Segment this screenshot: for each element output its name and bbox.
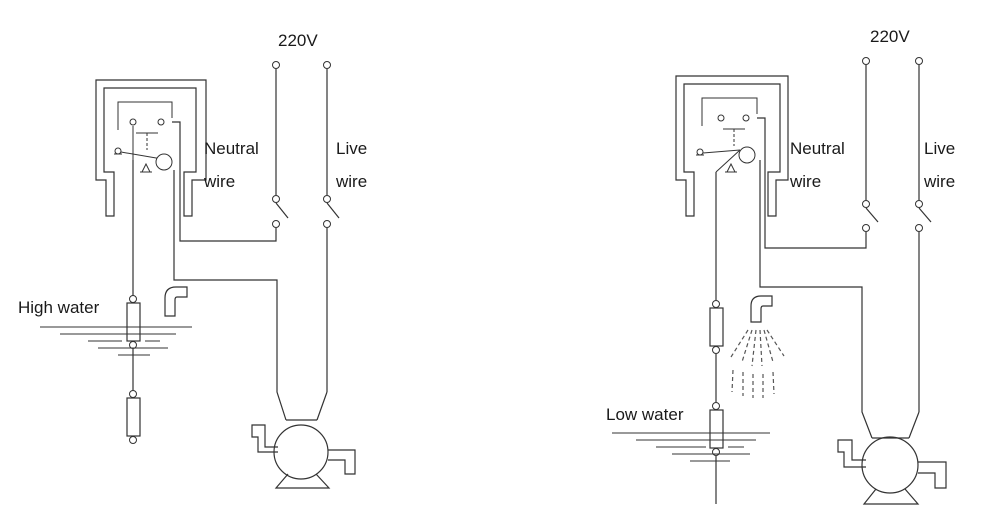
panel-low-water: 220V bbox=[606, 27, 955, 505]
neutral-supply-terminal bbox=[272, 61, 280, 69]
contact-left-icon bbox=[717, 114, 725, 122]
live-supply-terminal bbox=[915, 57, 923, 65]
supply-voltage-label: 220V bbox=[278, 31, 318, 50]
contact-right-icon bbox=[742, 114, 750, 122]
water-spray-icon bbox=[730, 329, 785, 398]
live-wire-label-line2: wire bbox=[923, 172, 955, 191]
pump-motor-icon bbox=[251, 419, 356, 489]
outlet-pipe-icon bbox=[750, 295, 773, 323]
switch-mechanism bbox=[696, 97, 758, 173]
motor-lead-wire bbox=[173, 170, 287, 421]
live-supply-terminal bbox=[323, 61, 331, 69]
water-surface bbox=[40, 326, 192, 356]
lower-float-icon bbox=[126, 390, 141, 444]
lever-ball-icon bbox=[155, 153, 173, 171]
neutral-supply-terminal bbox=[862, 57, 870, 65]
contact-right-icon bbox=[157, 118, 165, 126]
panel-high-water: 220V bbox=[18, 31, 367, 489]
outlet-pipe-icon bbox=[164, 286, 188, 317]
neutral-wire-label-line2: wire bbox=[203, 172, 235, 191]
switch-box-housing bbox=[675, 75, 789, 217]
live-wire-label-line2: wire bbox=[335, 172, 367, 191]
neutral-wire bbox=[757, 65, 879, 249]
live-wire bbox=[316, 69, 340, 421]
water-level-label: High water bbox=[18, 298, 100, 317]
water-level-label: Low water bbox=[606, 405, 684, 424]
live-wire-label: Live bbox=[924, 139, 955, 158]
water-surface bbox=[612, 432, 770, 462]
motor-lead-wire bbox=[759, 160, 873, 439]
neutral-wire bbox=[172, 69, 289, 242]
lever-ball-icon bbox=[738, 146, 756, 164]
neutral-wire-label: Neutral bbox=[204, 139, 259, 158]
pump-motor-icon bbox=[837, 436, 947, 505]
live-wire-label: Live bbox=[336, 139, 367, 158]
upper-float-icon bbox=[126, 295, 141, 349]
neutral-wire-label: Neutral bbox=[790, 139, 845, 158]
live-wire bbox=[908, 65, 932, 439]
lower-float-icon bbox=[709, 402, 724, 456]
neutral-wire-label-line2: wire bbox=[789, 172, 821, 191]
supply-voltage-label: 220V bbox=[870, 27, 910, 46]
switch-mechanism bbox=[114, 101, 173, 173]
upper-float-icon bbox=[709, 300, 724, 354]
contact-left-icon bbox=[129, 118, 137, 126]
switch-box-housing bbox=[95, 79, 207, 217]
